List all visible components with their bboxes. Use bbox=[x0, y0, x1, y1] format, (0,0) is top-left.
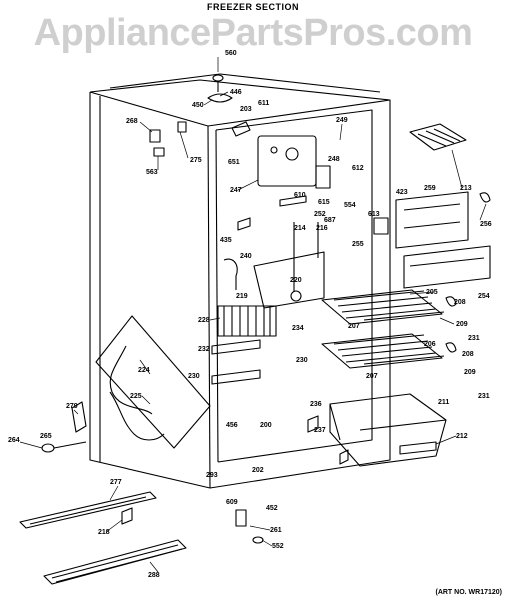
label-450: 450 bbox=[192, 102, 204, 109]
label-228: 228 bbox=[198, 317, 210, 324]
label-252: 252 bbox=[314, 211, 326, 218]
label-552: 552 bbox=[272, 543, 284, 550]
label-248: 248 bbox=[328, 156, 340, 163]
wire-shelf-lower bbox=[321, 333, 445, 369]
label-554: 554 bbox=[344, 202, 356, 209]
leader-lines bbox=[19, 57, 487, 573]
label-230-right: 230 bbox=[296, 357, 308, 364]
label-612: 612 bbox=[352, 165, 364, 172]
label-452: 452 bbox=[266, 505, 278, 512]
label-234: 234 bbox=[292, 325, 304, 332]
label-249: 249 bbox=[336, 117, 348, 124]
label-247: 247 bbox=[230, 187, 242, 194]
label-288: 288 bbox=[148, 572, 160, 579]
art-number: (ART NO. WR17120) bbox=[435, 589, 502, 596]
label-563: 563 bbox=[146, 169, 158, 176]
label-207-upper: 207 bbox=[348, 323, 360, 330]
watermark: AppliancePartsPros.com bbox=[33, 12, 473, 54]
label-611: 611 bbox=[258, 100, 269, 107]
label-423: 423 bbox=[396, 189, 408, 196]
label-256: 256 bbox=[480, 221, 492, 228]
part-labels: 560 446 450 203 611 268 275 563 651 249 … bbox=[8, 50, 492, 579]
label-613: 613 bbox=[368, 211, 380, 218]
left-rails bbox=[211, 339, 261, 385]
label-560: 560 bbox=[225, 50, 237, 57]
label-216: 216 bbox=[316, 225, 328, 232]
label-214: 214 bbox=[294, 225, 306, 232]
label-261: 261 bbox=[270, 527, 282, 534]
label-219: 219 bbox=[236, 293, 248, 300]
label-202: 202 bbox=[252, 467, 264, 474]
label-240: 240 bbox=[240, 253, 252, 260]
label-259: 259 bbox=[424, 185, 436, 192]
evaporator-coil bbox=[217, 305, 277, 337]
label-275: 275 bbox=[190, 157, 202, 164]
cabinet-shell bbox=[89, 73, 391, 489]
label-651: 651 bbox=[228, 159, 240, 166]
label-207-lower: 207 bbox=[366, 373, 378, 380]
label-203: 203 bbox=[240, 106, 252, 113]
label-435: 435 bbox=[220, 237, 232, 244]
heater-loop bbox=[95, 315, 211, 449]
panel-259 bbox=[395, 191, 469, 249]
label-213: 213 bbox=[460, 185, 472, 192]
label-231-lower: 231 bbox=[478, 393, 490, 400]
label-200: 200 bbox=[260, 422, 272, 429]
freezer-basket bbox=[329, 393, 447, 467]
label-254: 254 bbox=[478, 293, 490, 300]
grille-288 bbox=[43, 539, 187, 585]
label-610: 610 bbox=[294, 192, 306, 199]
label-277: 277 bbox=[110, 479, 122, 486]
label-615: 615 bbox=[318, 199, 330, 206]
label-211: 211 bbox=[438, 399, 449, 406]
label-456: 456 bbox=[226, 422, 238, 429]
label-237: 237 bbox=[314, 427, 326, 434]
label-232: 232 bbox=[198, 346, 210, 353]
label-255: 255 bbox=[352, 241, 364, 248]
wire-shelf-upper bbox=[321, 289, 445, 325]
panel-254 bbox=[403, 245, 491, 289]
evaporator-cover bbox=[253, 251, 325, 309]
label-224: 224 bbox=[138, 367, 150, 374]
label-279: 279 bbox=[66, 403, 78, 410]
label-293: 293 bbox=[206, 472, 218, 479]
base-rail-277 bbox=[19, 491, 157, 529]
label-209-lower: 209 bbox=[464, 369, 476, 376]
label-220: 220 bbox=[290, 277, 302, 284]
label-208-lower: 208 bbox=[462, 351, 474, 358]
ice-tray bbox=[409, 123, 467, 151]
control-housing bbox=[231, 121, 331, 189]
label-446: 446 bbox=[230, 89, 242, 96]
small-parts bbox=[41, 121, 491, 544]
diagram-title: FREEZER SECTION bbox=[206, 2, 299, 12]
label-212: 212 bbox=[456, 433, 468, 440]
label-236: 236 bbox=[310, 401, 322, 408]
label-609: 609 bbox=[226, 499, 238, 506]
label-206: 206 bbox=[424, 341, 436, 348]
label-231-upper: 231 bbox=[468, 335, 480, 342]
label-230-left: 230 bbox=[188, 373, 200, 380]
label-687: 687 bbox=[324, 217, 336, 224]
label-265: 265 bbox=[40, 433, 52, 440]
label-268: 268 bbox=[126, 118, 138, 125]
label-208-upper: 208 bbox=[454, 299, 466, 306]
label-264: 264 bbox=[8, 437, 20, 444]
label-218: 218 bbox=[98, 529, 110, 536]
top-hinge bbox=[207, 74, 233, 103]
label-225: 225 bbox=[130, 393, 142, 400]
label-209-upper: 209 bbox=[456, 321, 468, 328]
